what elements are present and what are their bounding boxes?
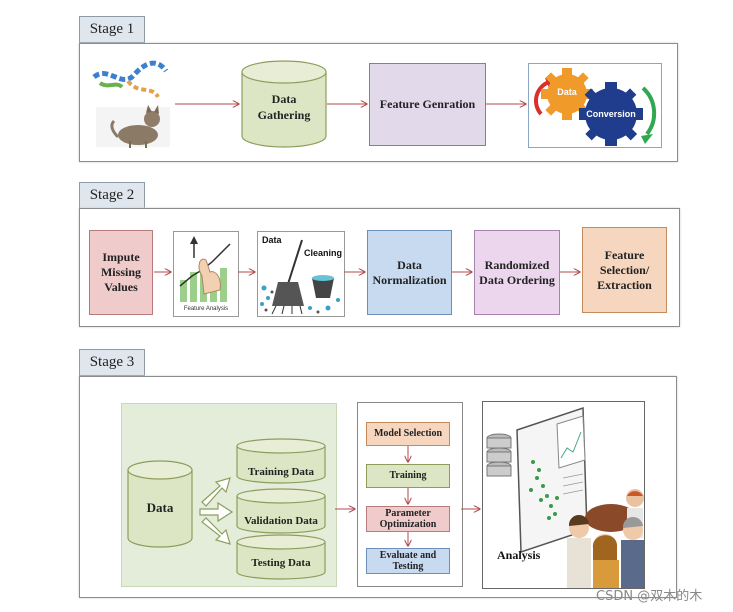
csdn-watermark: CSDN @双木的木: [596, 589, 703, 604]
training-data-label: Training Data: [247, 466, 315, 478]
data-gathering-label: Data Gathering: [257, 92, 311, 122]
data-conversion-gears-image: Data Conversion: [528, 63, 662, 148]
data-normalization-box: Data Normalization: [367, 230, 452, 315]
testing-data-cylinder: [236, 534, 326, 580]
validation-data-label: Validation Data: [244, 515, 318, 527]
stage-2-tab: Stage 2: [79, 182, 145, 209]
people-group-icon: [567, 489, 644, 588]
feature-analysis-image: Feature Analysis: [173, 231, 239, 317]
testing-data-label: Testing Data: [251, 557, 311, 569]
randomized-data-ordering-box: Randomized Data Ordering: [474, 230, 560, 315]
data-gathering-cylinder: [241, 60, 327, 148]
feature-selection-box: Feature Selection/ Extraction: [582, 227, 667, 313]
impute-missing-values-box: Impute Missing Values: [89, 230, 153, 315]
analysis-label: Analysis: [497, 548, 541, 562]
feature-analysis-caption: Feature Analysis: [183, 306, 229, 312]
database-stack-icon: [486, 433, 512, 477]
data-cleaning-image: Data Cleaning: [257, 231, 345, 317]
validation-data-cylinder: [236, 488, 326, 534]
model-selection-box: Model Selection: [366, 422, 450, 446]
cleaning-word: Cleaning: [304, 248, 343, 258]
snake-cat-image: [88, 55, 174, 150]
data-label: Data: [146, 500, 174, 515]
gear-data-label: Data: [557, 87, 577, 97]
stage-1-tab: Stage 1: [79, 16, 145, 43]
parameter-optimization-box: Parameter Optimization: [366, 506, 450, 532]
feature-generation-box: Feature Genration: [369, 63, 486, 146]
stage-3-tab: Stage 3: [79, 349, 145, 376]
cleaning-data-word: Data: [262, 235, 282, 245]
evaluate-testing-box: Evaluate and Testing: [366, 548, 450, 574]
analysis-image: Analysis: [482, 401, 645, 589]
data-cylinder: [127, 460, 193, 548]
training-data-cylinder: [236, 438, 326, 484]
gear-conversion-label: Conversion: [586, 109, 636, 119]
training-box: Training: [366, 464, 450, 488]
